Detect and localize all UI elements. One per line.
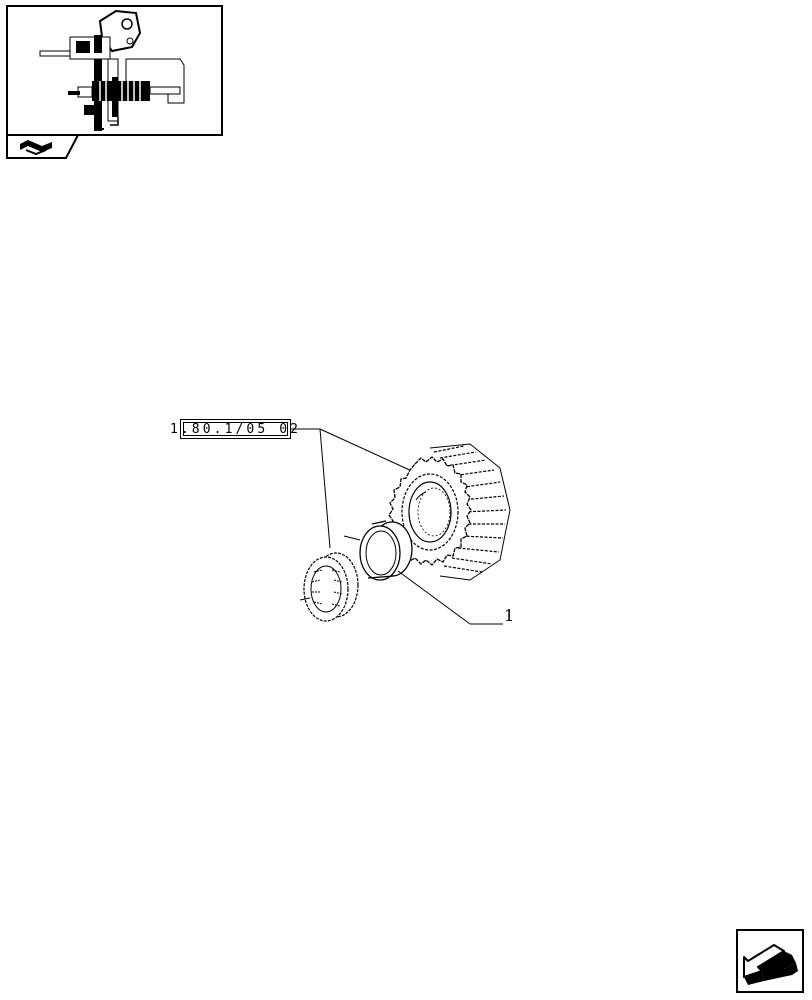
- section-tab-icon: [6, 134, 80, 159]
- next-page-button[interactable]: [736, 929, 804, 993]
- assembly-thumbnail[interactable]: [6, 5, 223, 136]
- part-1-leader-line: [397, 570, 503, 625]
- reference-code-box[interactable]: 1.80.1/05 02: [170, 419, 298, 439]
- reference-code-text: 1.80.1/05 02: [169, 421, 302, 437]
- bushing-icon: [343, 520, 413, 581]
- reference-leader-lines: [291, 428, 415, 549]
- assembly-overview-icon: [39, 9, 185, 131]
- roller-bearing-icon: [299, 552, 359, 622]
- next-page-arrow-icon: [736, 929, 804, 993]
- section-tab[interactable]: [6, 134, 86, 162]
- gear-icon: [388, 443, 511, 581]
- part-number-label: 1: [504, 606, 515, 625]
